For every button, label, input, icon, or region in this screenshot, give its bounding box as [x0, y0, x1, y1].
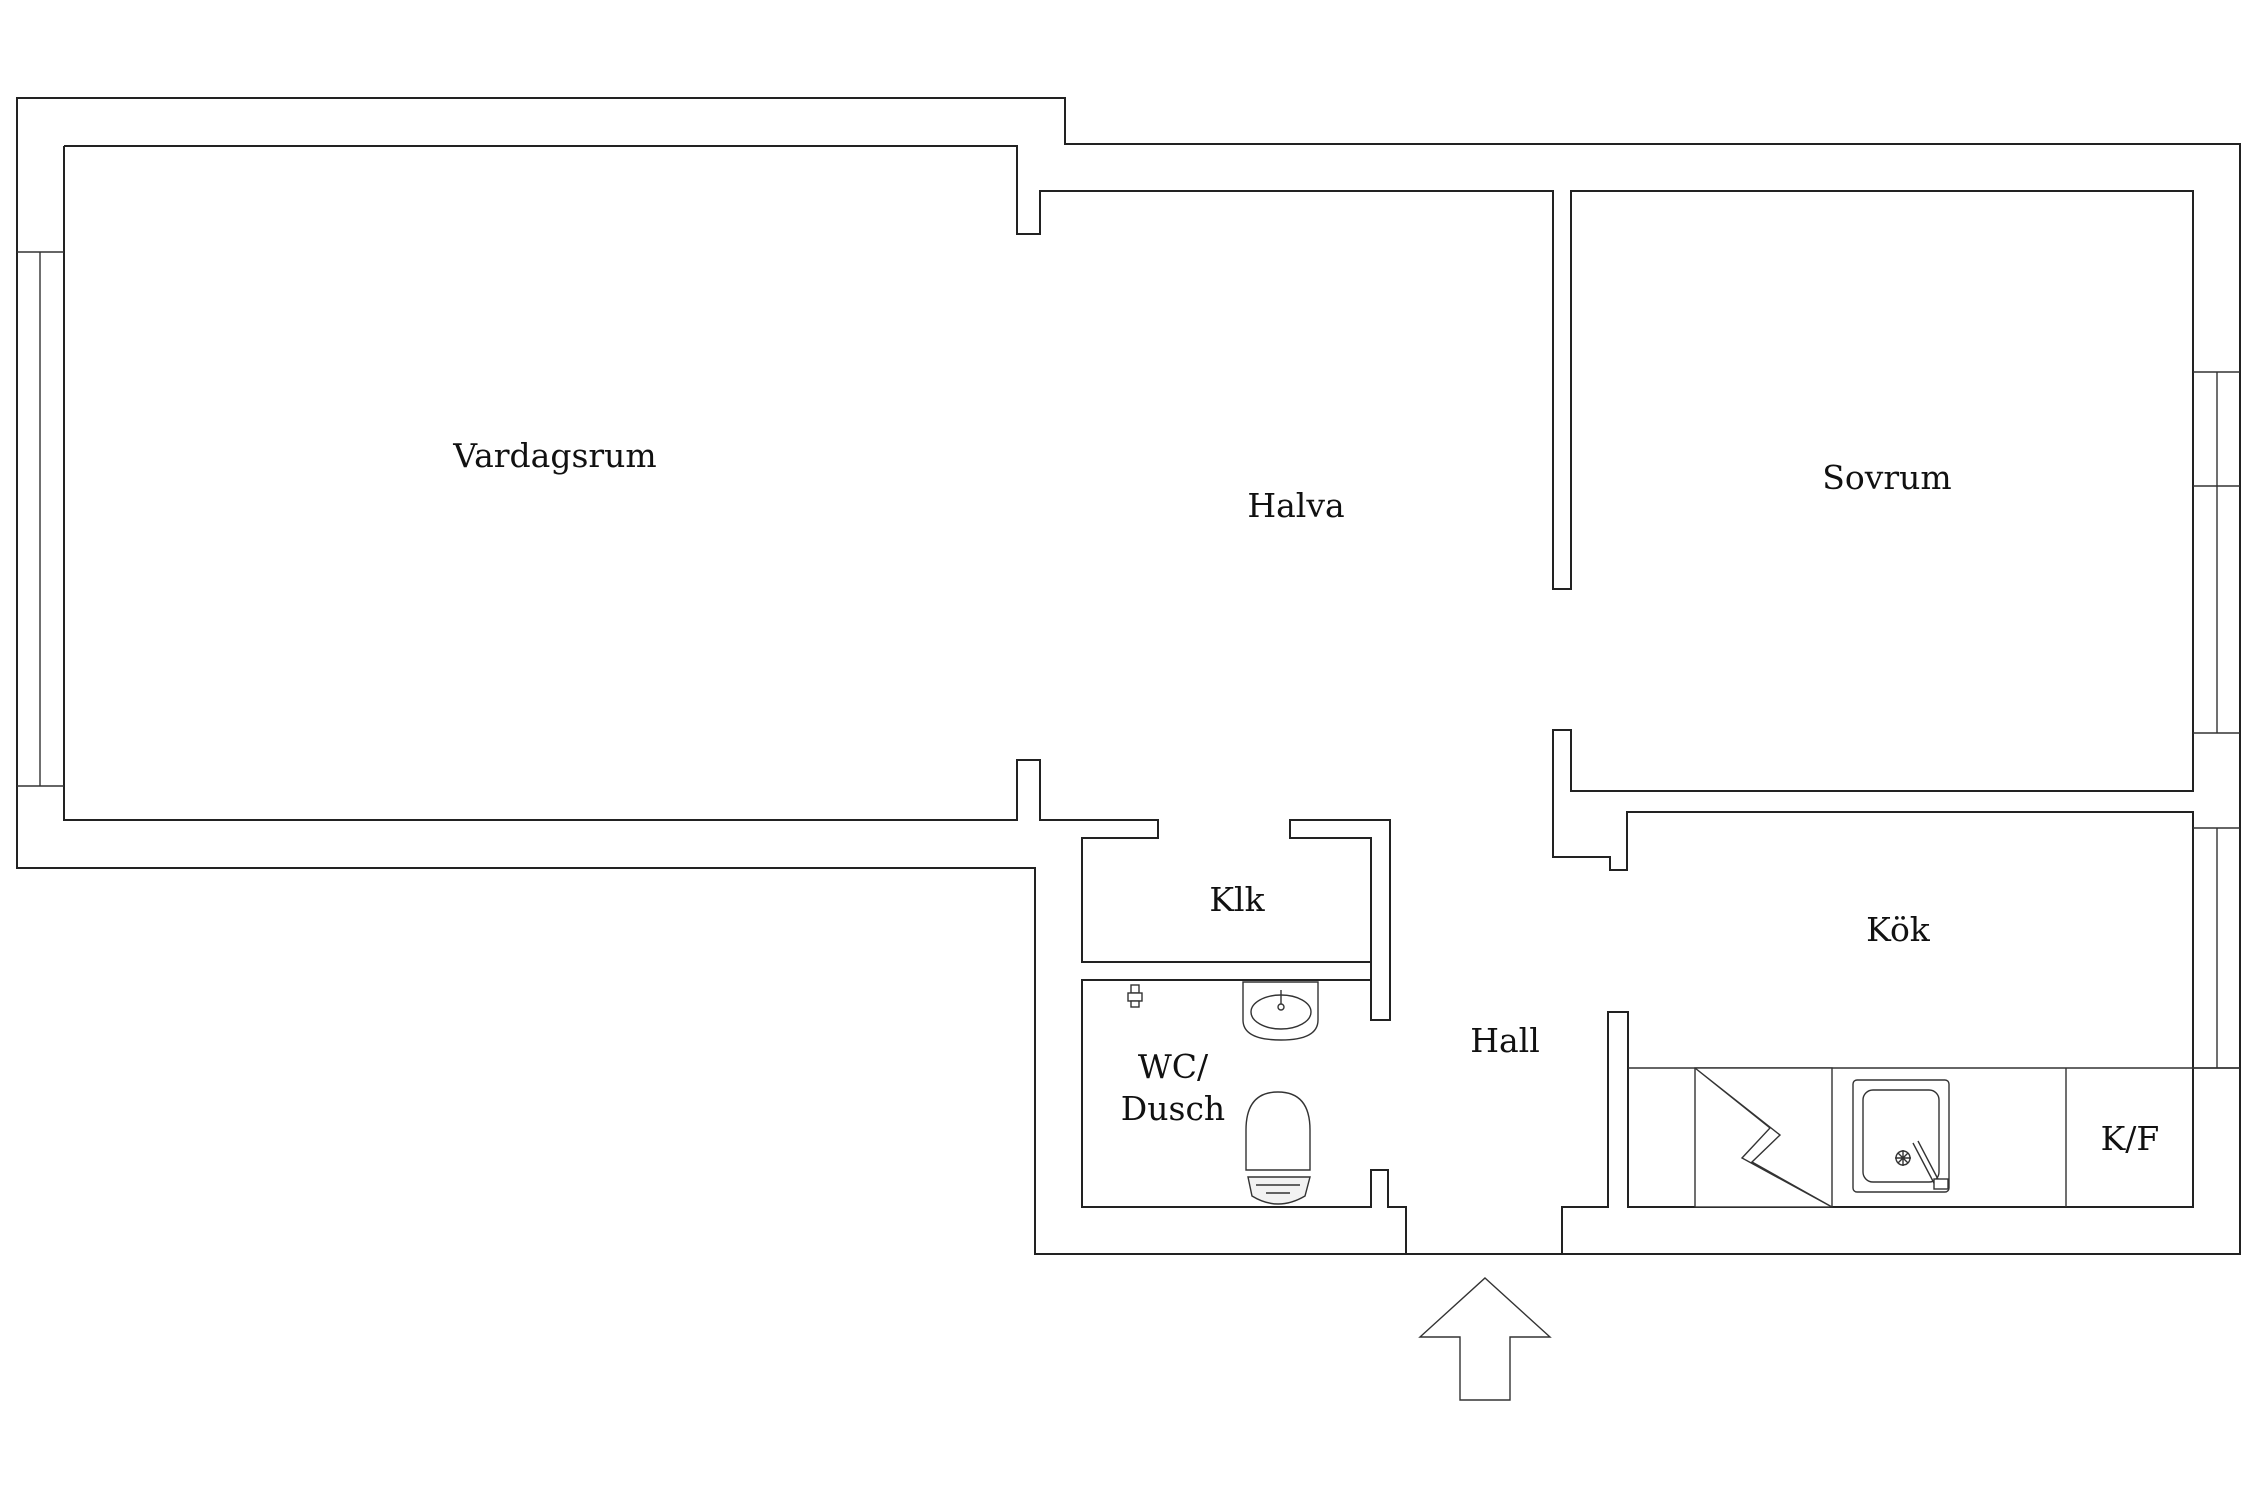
shower-icon [1127, 984, 1143, 1008]
stove-icon [1694, 1067, 1833, 1208]
kitchen-sink-icon [1852, 1079, 1950, 1193]
room-label-kok: Kök [1866, 910, 1931, 949]
toilet-icon [1245, 1091, 1311, 1205]
room-label-vardagsrum: Vardagsrum [452, 436, 656, 475]
room-label-klk: Klk [1209, 880, 1265, 919]
exterior-walls [16, 97, 2241, 1255]
washbasin-icon [1242, 981, 1319, 1041]
room-label-halva: Halva [1247, 486, 1344, 525]
room-label-sovrum: Sovrum [1822, 458, 1951, 497]
room-label-kf: K/F [2101, 1119, 2160, 1158]
entrance-arrow-icon [1418, 1277, 1552, 1401]
room-label-dusch: Dusch [1121, 1089, 1225, 1128]
room-label-wc: WC/ [1138, 1047, 1209, 1086]
room-label-hall: Hall [1470, 1021, 1540, 1060]
